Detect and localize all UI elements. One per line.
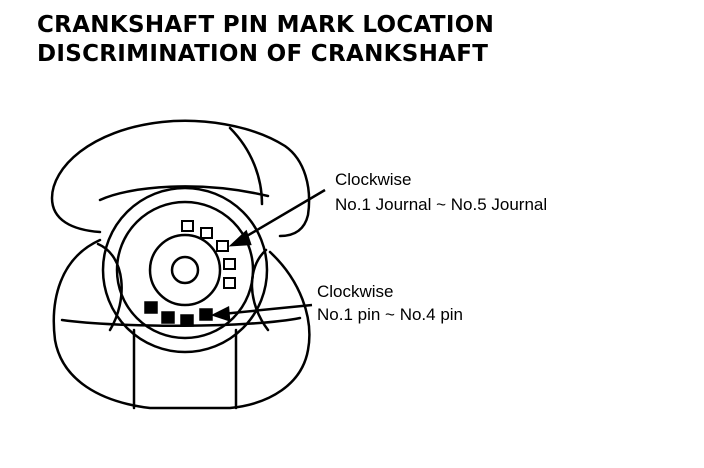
pin-callout-line-1: Clockwise	[317, 282, 394, 301]
journal-mark-3	[216, 240, 229, 252]
upper-counterweight	[50, 119, 311, 238]
title-line-1: CRANKSHAFT PIN MARK LOCATION	[37, 12, 495, 38]
pin-mark-2	[161, 311, 175, 324]
journal-callout-line-2: No.1 Journal ~ No.5 Journal	[335, 195, 548, 214]
pin-leader-line	[221, 303, 313, 316]
title-line-2: DISCRIMINATION OF CRANKSHAFT	[37, 41, 489, 67]
journal-callout-line-1: Clockwise	[335, 170, 412, 189]
upper-web	[98, 185, 270, 202]
pin-mark-1	[144, 301, 158, 314]
outer-journal-circle	[101, 186, 269, 354]
journal-mark-1	[181, 220, 194, 232]
journal-leader-line	[239, 188, 326, 242]
pin-circle	[148, 233, 222, 307]
center-hole	[170, 255, 200, 285]
pin-mark-3	[180, 314, 194, 327]
mid-journal-circle	[115, 200, 255, 340]
journal-mark-4	[223, 258, 236, 270]
pin-callout-line-2: No.1 pin ~ No.4 pin	[317, 305, 464, 324]
pin-mark-4	[199, 308, 213, 321]
journal-mark-2	[200, 227, 213, 239]
journal-arrowhead	[228, 229, 252, 247]
lower-counterweight	[52, 238, 311, 410]
pin-arrowhead	[210, 306, 231, 322]
journal-mark-5	[223, 277, 236, 289]
upper-web-inner	[228, 126, 264, 206]
